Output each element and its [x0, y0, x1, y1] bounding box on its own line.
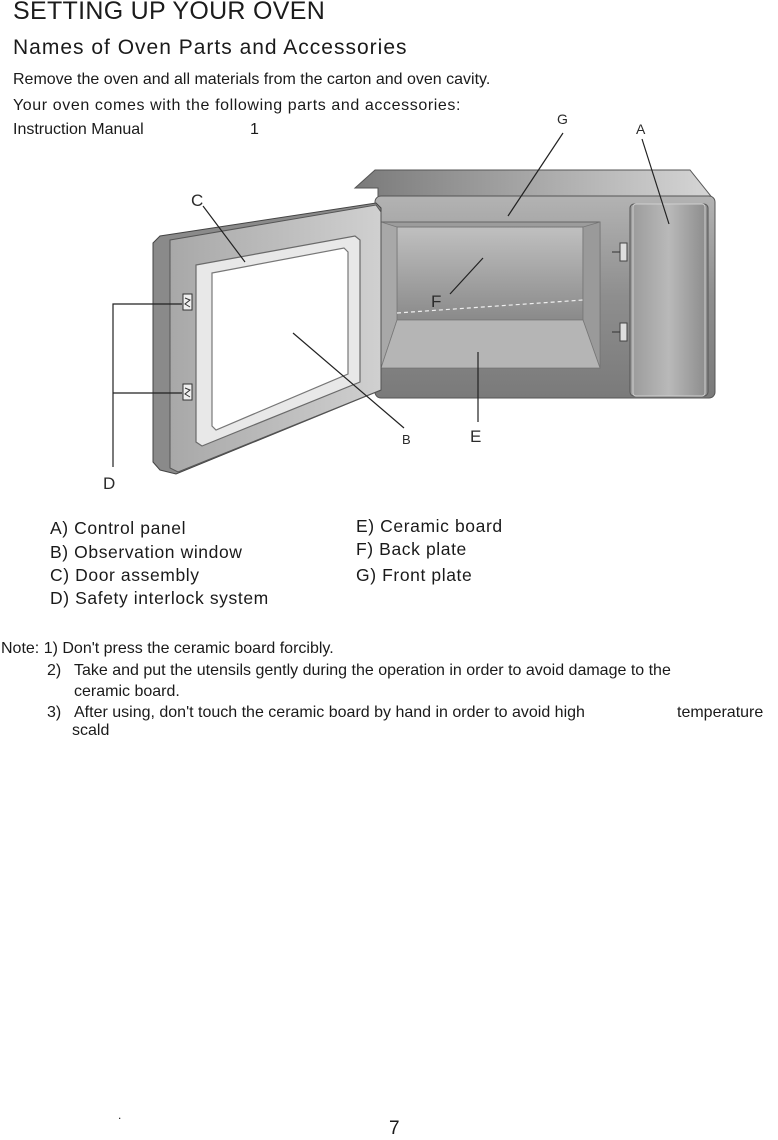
label-G: G — [557, 111, 568, 127]
accessory-name: Instruction Manual — [13, 121, 144, 138]
stray-dot: . — [118, 1108, 122, 1122]
part-a: A) Control panel — [50, 518, 187, 538]
part-b: B) Observation window — [50, 542, 243, 562]
page-number: 7 — [389, 1118, 400, 1139]
leader-lines — [112, 132, 670, 467]
note-3-line-1-end: temperature — [677, 704, 764, 721]
note-3-line-1: After using, don't touch the ceramic boa… — [74, 704, 585, 721]
label-E: E — [470, 427, 481, 446]
control-panel — [629, 203, 709, 397]
page-title: SETTING UP YOUR OVEN — [13, 0, 326, 25]
label-A: A — [636, 121, 646, 137]
note-2-line-1: Take and put the utensils gently during … — [74, 662, 671, 679]
note-2-line-2: ceramic board. — [74, 683, 180, 700]
oven-door — [152, 202, 382, 475]
oven-diagram: G A C F B E D — [103, 111, 716, 493]
note-3-line-2: scald — [72, 722, 110, 739]
note-1: Note: 1) Don't press the ceramic board f… — [1, 640, 334, 657]
part-c: C) Door assembly — [50, 565, 200, 585]
part-g: G) Front plate — [356, 565, 473, 585]
label-C: C — [191, 191, 203, 210]
note-3-number: 3) — [47, 704, 62, 721]
part-d: D) Safety interlock system — [50, 588, 269, 608]
label-F: F — [431, 292, 441, 311]
label-D: D — [103, 474, 115, 493]
accessory-quantity: 1 — [250, 121, 259, 138]
intro-line-1: Remove the oven and all materials from t… — [13, 71, 491, 88]
intro-line-2: Your oven comes with the following parts… — [13, 97, 462, 114]
note-2-number: 2) — [47, 662, 62, 679]
section-subtitle: Names of Oven Parts and Accessories — [13, 36, 408, 59]
part-f: F) Back plate — [356, 539, 467, 559]
part-e: E) Ceramic board — [356, 516, 503, 536]
label-B: B — [402, 432, 411, 447]
